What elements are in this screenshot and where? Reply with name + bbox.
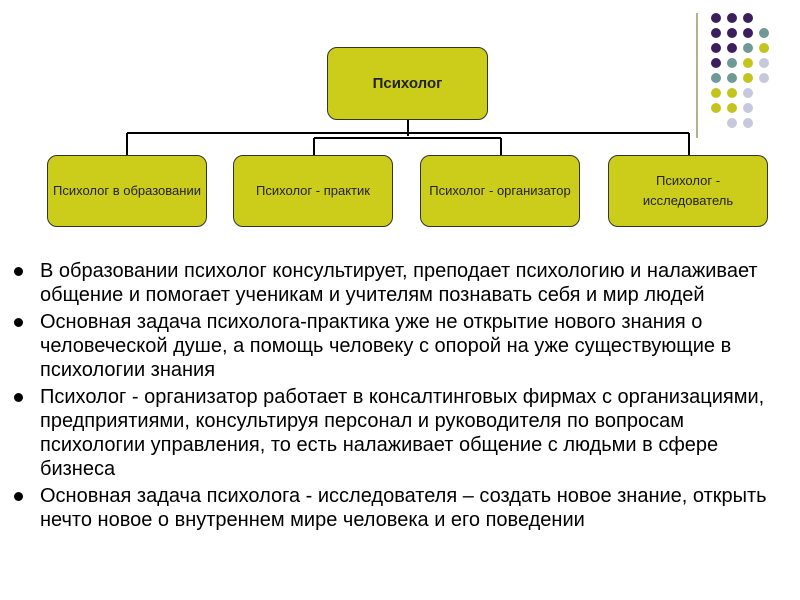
node-label: Психолог - практик [256,183,370,198]
dot-row-7 [711,103,753,113]
dot-row-8 [727,118,753,128]
dot-row-1 [711,13,753,23]
node-researcher-psychologist: Психолог - исследователь [608,155,768,227]
root-node-label: Психолог [372,74,443,92]
dot-row-2 [711,28,769,38]
node-label: Психолог в образовании [53,183,201,198]
bullet-dot-icon [14,393,23,402]
decorative-dot-grid [696,13,769,138]
bullet-practitioner: Основная задача психолога-практика уже н… [14,310,786,382]
bullet-text: В образовании психолог консультирует, пр… [40,260,758,306]
bullet-dot-icon [14,492,23,501]
node-practitioner-psychologist: Психолог - практик [233,155,393,227]
bullet-researcher: Основная задача психолога - исследовател… [14,484,786,532]
bullet-dot-icon [14,267,23,276]
description-bullet-list: В образовании психолог консультирует, пр… [14,259,786,535]
psychologist-root-node: Психолог [327,47,488,120]
bullet-dot-icon [14,318,23,327]
node-organizer-psychologist: Психолог - организатор [420,155,580,227]
node-label: Психолог - организатор [429,183,571,198]
node-education-psychologist: Психолог в образовании [47,155,207,227]
bullet-education: В образовании психолог консультирует, пр… [14,259,786,307]
dot-row-4 [711,58,769,68]
dot-row-5 [711,73,769,83]
bullet-text: Психолог - организатор работает в консал… [40,386,765,480]
dot-row-3 [711,43,769,53]
node-label: Психолог - исследователь [642,173,734,208]
bullet-text: Основная задача психолога - исследовател… [40,485,767,531]
bullet-organizer: Психолог - организатор работает в консал… [14,385,786,481]
bullet-text: Основная задача психолога-практика уже н… [40,311,732,381]
dot-row-6 [711,88,753,98]
